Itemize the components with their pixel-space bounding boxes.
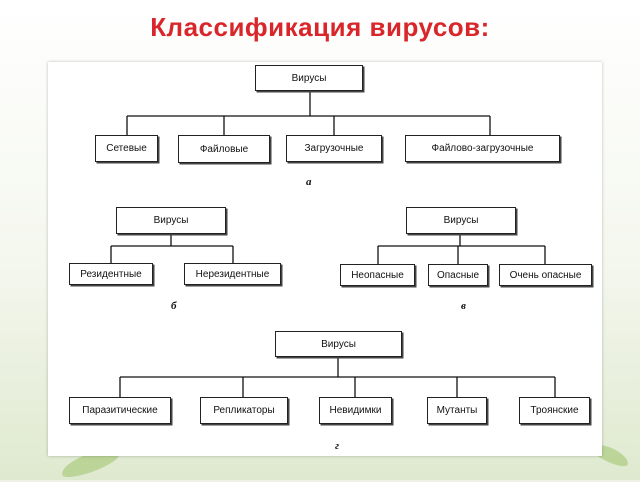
diagram-g-node-mutants: Мутанты: [427, 397, 487, 424]
diagram-g-node-replicators: Репликаторы: [200, 397, 288, 424]
diagram-v-label: в: [461, 300, 466, 312]
diagram-b-node-nonresident: Нерезидентные: [184, 263, 281, 285]
diagram-a-root: Вирусы: [255, 65, 363, 91]
diagram-b-root: Вирусы: [116, 207, 226, 234]
diagram-a-node-file: Файловые: [178, 135, 270, 163]
connector-lines: [110, 91, 556, 397]
diagram-v-root: Вирусы: [406, 207, 516, 234]
diagram-a-label: а: [306, 176, 312, 188]
diagram-g-node-stealth: Невидимки: [319, 397, 392, 424]
diagram-g-node-trojan: Троянские: [519, 397, 590, 424]
slide-title: Классификация вирусов:: [150, 12, 490, 42]
diagram-a-node-network: Сетевые: [95, 135, 158, 162]
diagram-g-node-parasitic: Паразитические: [69, 397, 171, 424]
diagram-v-node-harmless: Неопасные: [340, 264, 415, 286]
diagram-b-node-resident: Резидентные: [69, 263, 153, 285]
diagram-b-label: б: [171, 300, 177, 312]
diagram-v-node-very-dangerous: Очень опасные: [499, 264, 592, 286]
diagram-v-node-dangerous: Опасные: [428, 264, 488, 286]
diagram-g-label: г: [335, 440, 340, 452]
diagram-a-node-boot: Загрузочные: [286, 135, 382, 162]
diagram-panel: Вирусы Сетевые Файловые Загрузочные Файл…: [48, 62, 602, 456]
diagram-g-root: Вирусы: [275, 331, 402, 357]
diagram-a-node-file-boot: Файлово-загрузочные: [405, 135, 560, 162]
